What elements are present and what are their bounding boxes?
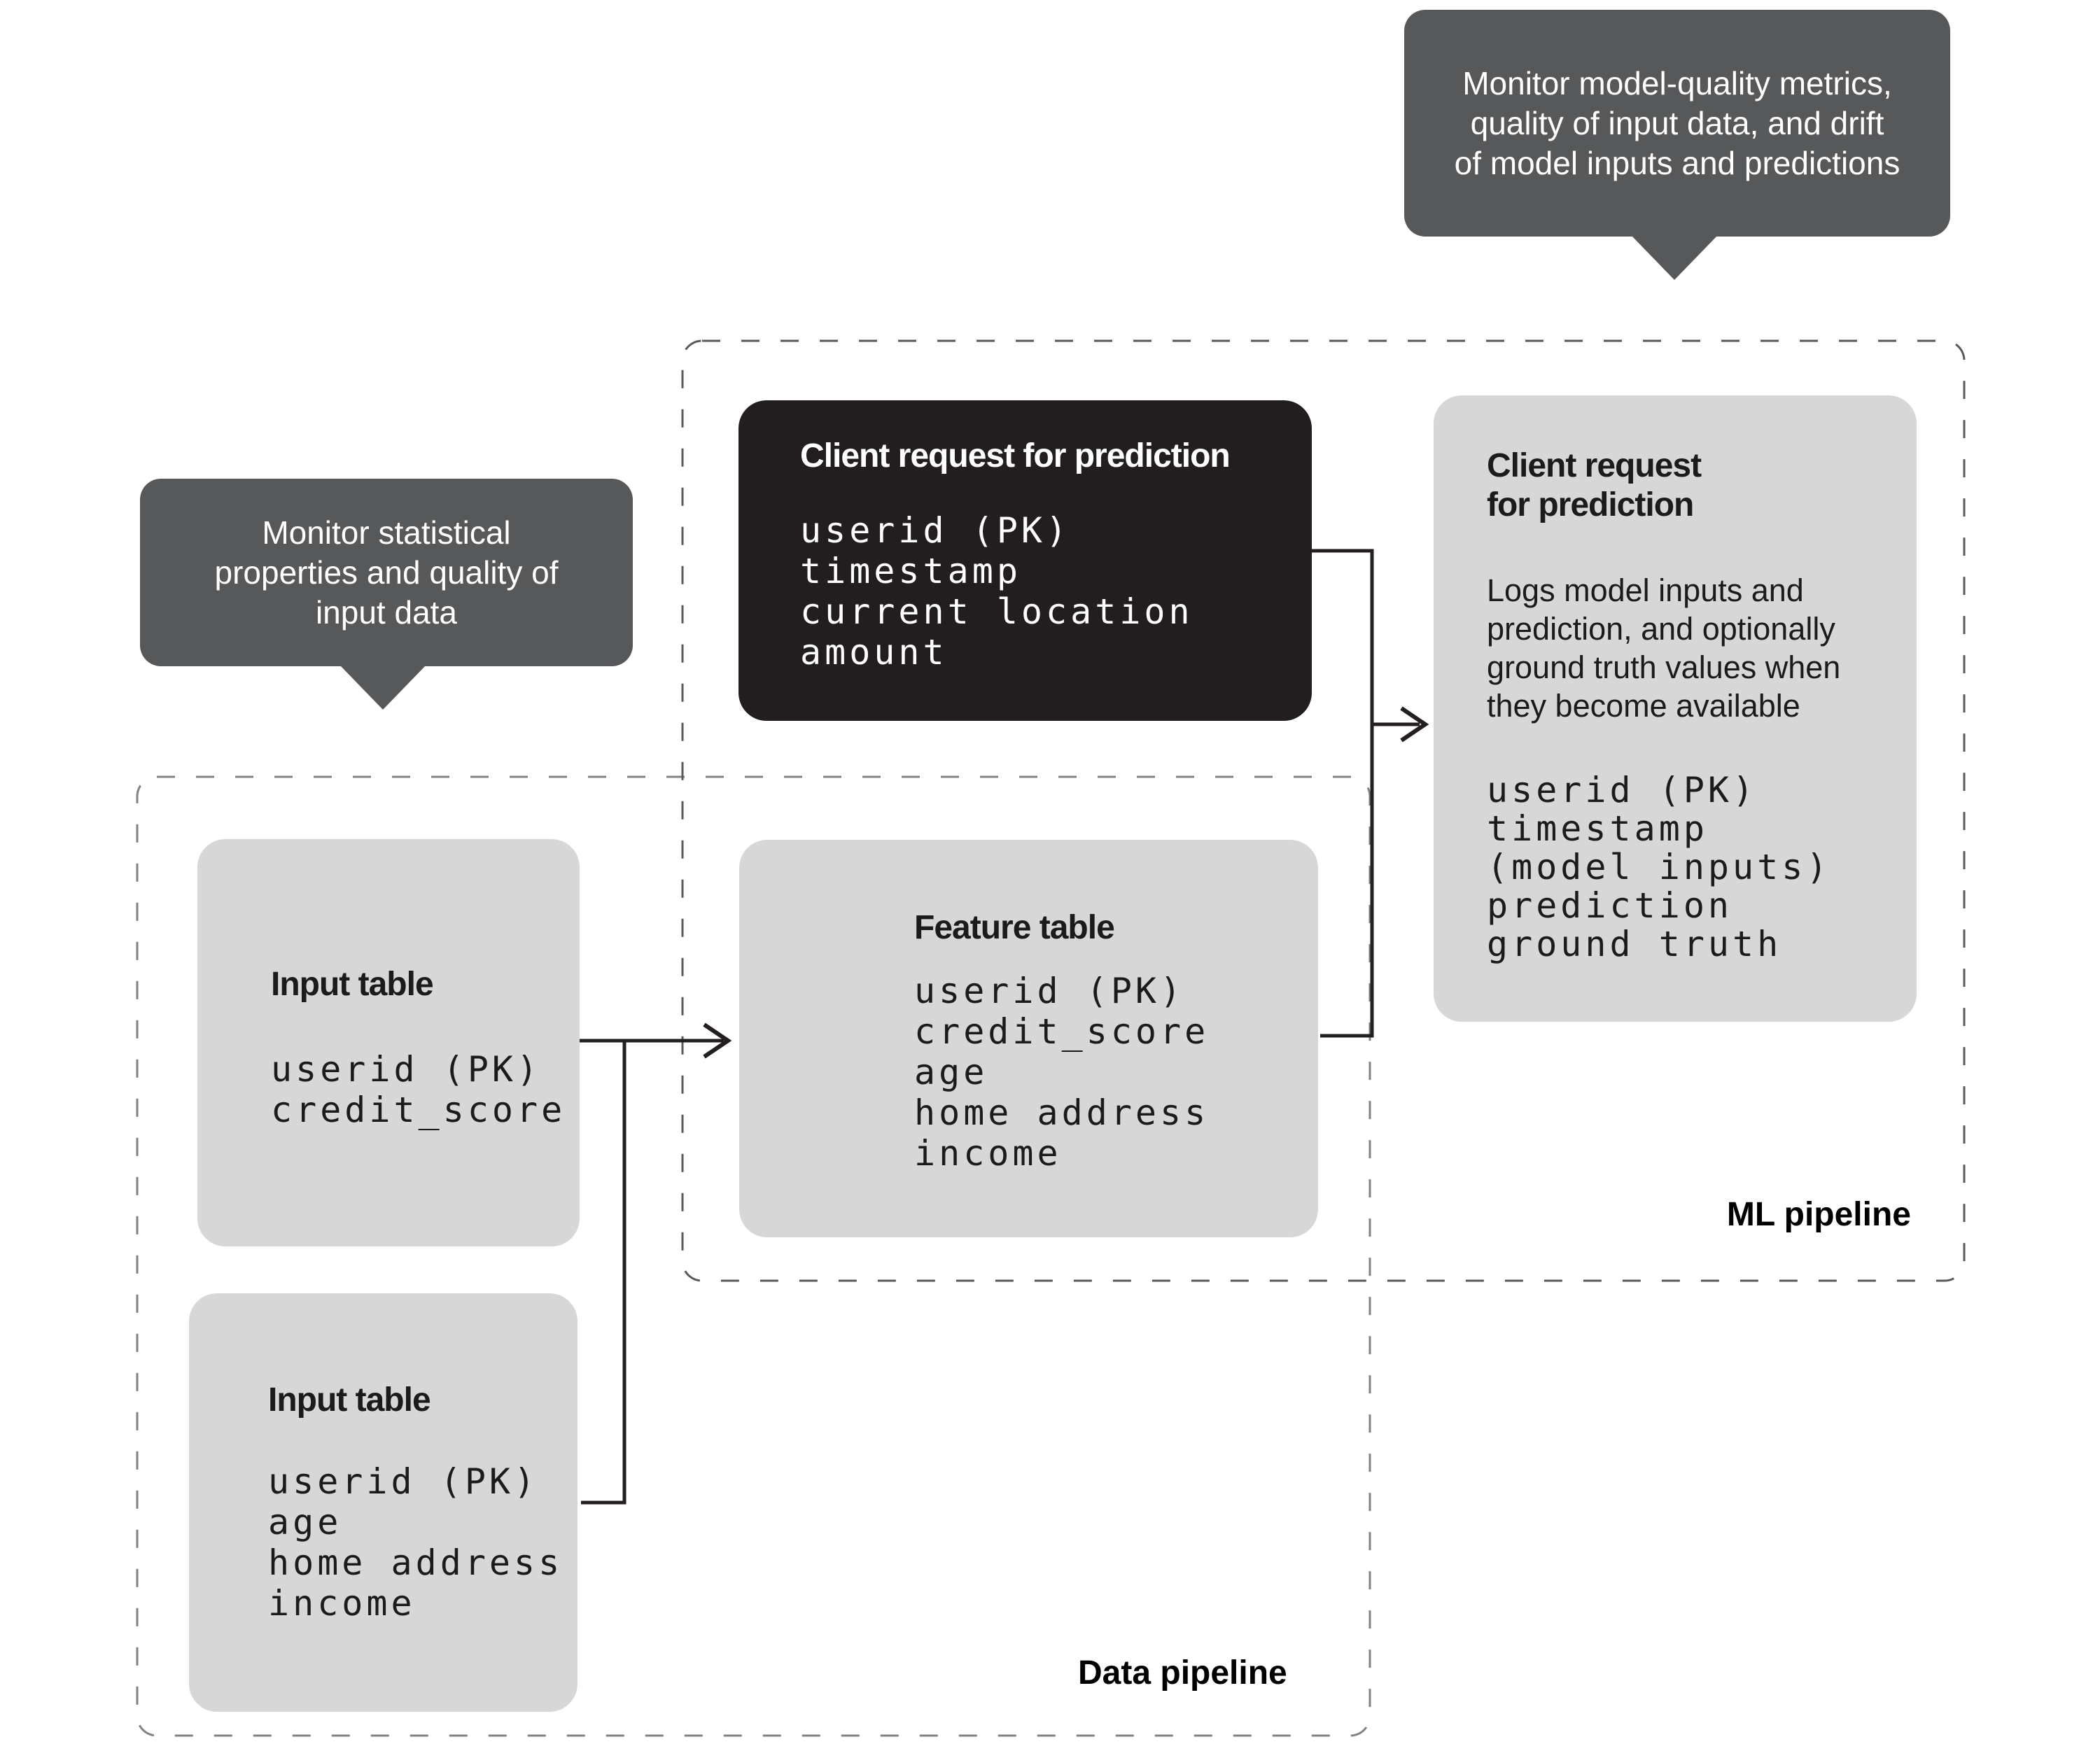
prediction-log-description: Logs model inputs and prediction, and op… [1487,572,1841,724]
callout-monitor-statistical: Monitor statistical properties and quali… [140,479,633,710]
client-request-title: Client request for prediction [800,437,1231,474]
callout-tail-down-icon [340,665,426,710]
arrowhead-into-prediction-log [1400,706,1429,743]
callout-monitor-statistical-text: Monitor statistical properties and quali… [214,514,559,631]
data-pipeline-region [136,775,1371,1737]
prediction-log-title: Client request for prediction [1487,447,1702,523]
input-table-1-fields: userid (PK) credit_score [271,1049,566,1130]
connector-to-prediction-log [1312,549,1420,1038]
client-request-node: Client request for prediction userid (PK… [738,400,1312,721]
prediction-log-fields: userid (PK) timestamp (model inputs) pre… [1487,770,1831,964]
arrowhead-into-feature-table [703,1022,732,1059]
client-request-fields: userid (PK) timestamp current location a… [800,510,1194,673]
feature-table-title: Feature table [914,909,1115,946]
feature-table-node: Feature table userid (PK) credit_score a… [739,840,1318,1237]
callout-monitor-model-quality-text: Monitor model-quality metrics, quality o… [1454,64,1900,181]
input-table-1-node: Input table userid (PK) credit_score [197,839,580,1246]
data-pipeline-label: Data pipeline [1078,1654,1287,1692]
ml-pipeline-label: ML pipeline [1726,1196,1911,1233]
input-table-2-fields: userid (PK) age home address income [268,1461,564,1624]
prediction-log-node: Client request for prediction Logs model… [1434,395,1917,1022]
input-table-2-title: Input table [268,1381,431,1419]
ml-pipeline-region [681,339,1966,1282]
connector-input-tables-to-feature-table [580,1039,724,1505]
callout-monitor-model-quality: Monitor model-quality metrics, quality o… [1404,10,1950,280]
feature-table-fields: userid (PK) credit_score age home addres… [914,971,1210,1174]
callout-tail-down-icon [1631,235,1718,280]
input-table-2-node: Input table userid (PK) age home address… [189,1293,578,1712]
input-table-1-title: Input table [271,966,434,1003]
